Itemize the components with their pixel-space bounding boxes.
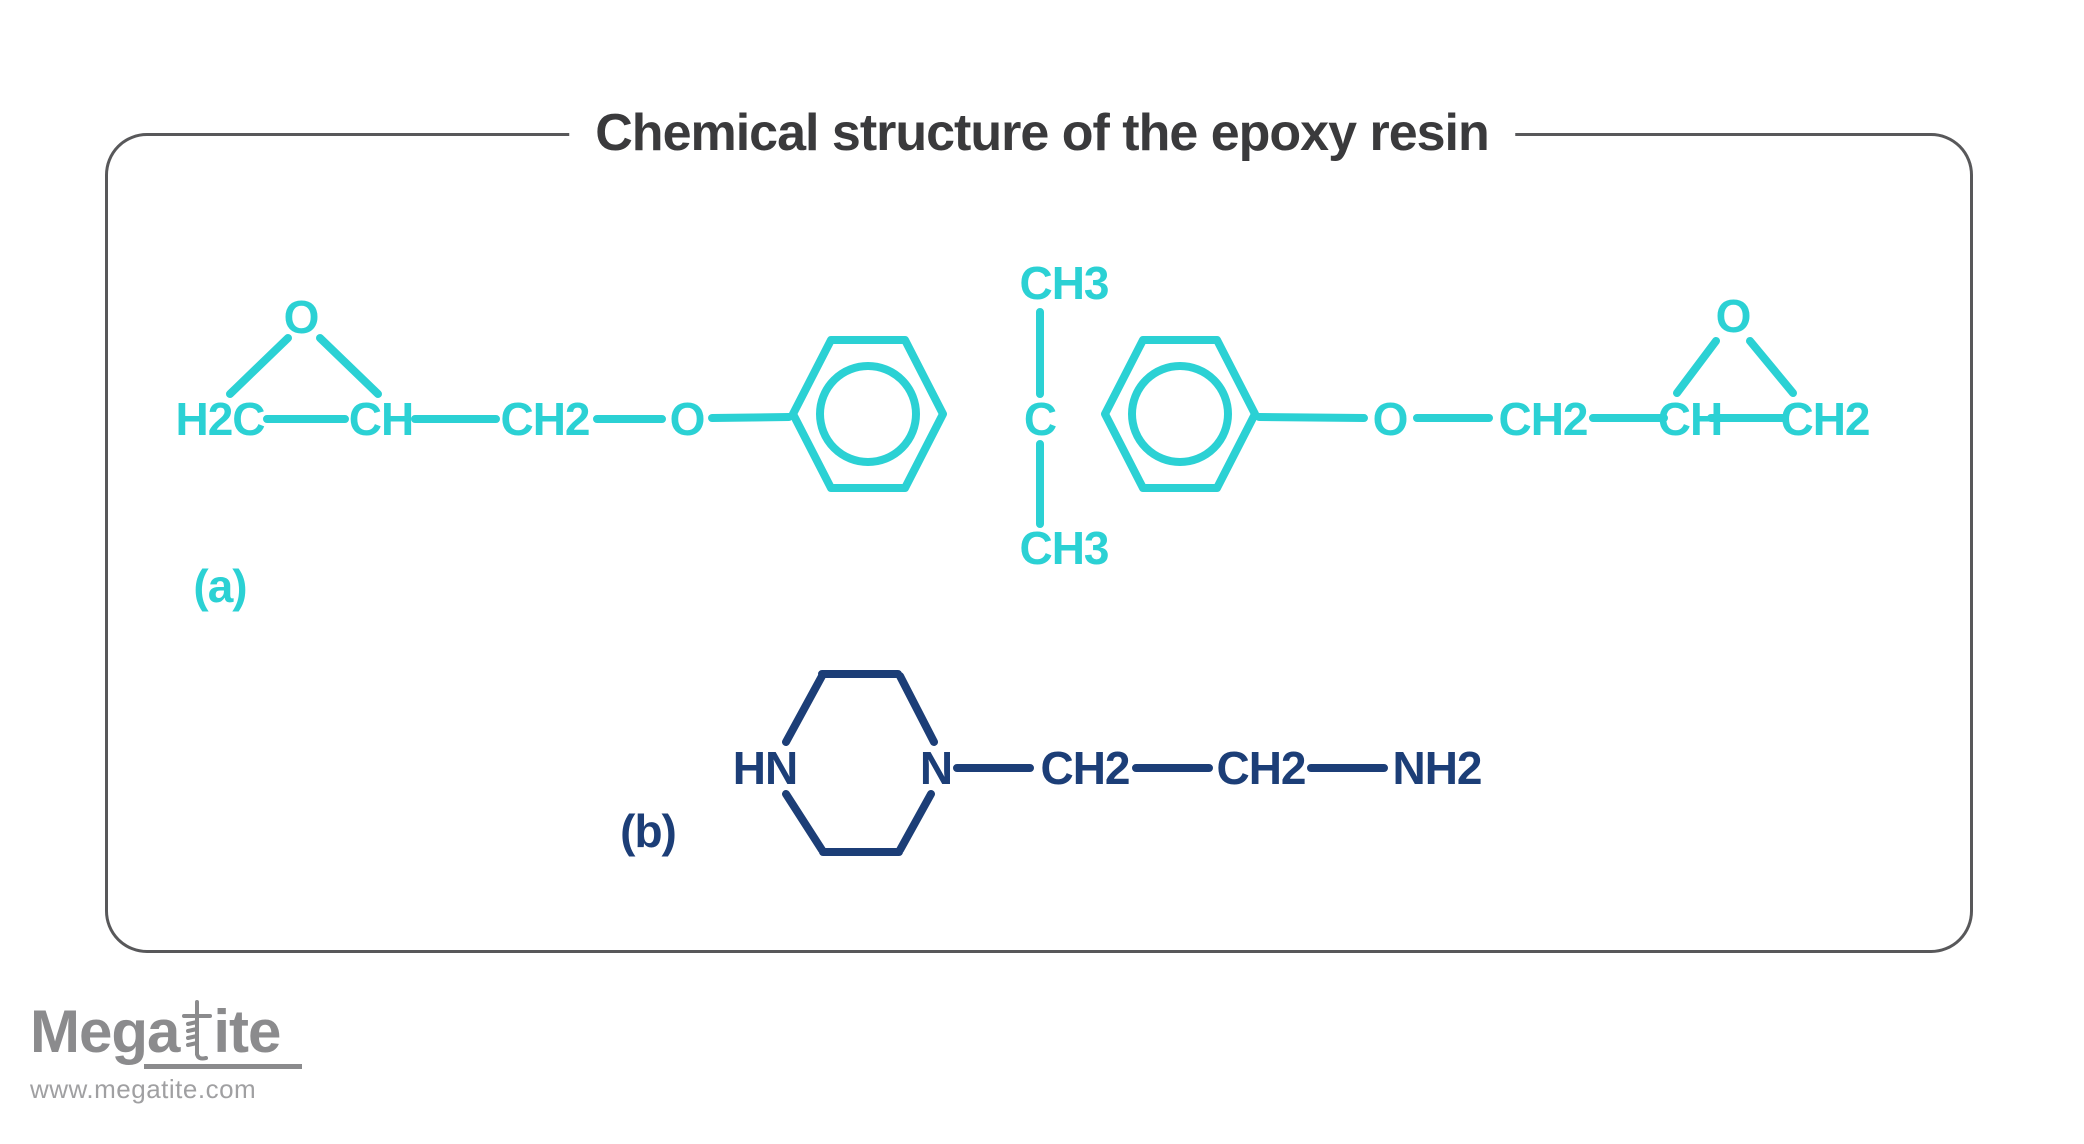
atom-ch3-bottom: CH3 [1019,522,1108,574]
figure-title: Chemical structure of the epoxy resin [569,103,1515,163]
benzene-ring-right-hexagon [1101,336,1259,492]
atom-epoxide-o-left: O [284,291,319,343]
atom-nh2: NH2 [1392,742,1481,794]
atom-n: N [920,742,952,794]
logo-website: www.megatite.com [30,1074,257,1104]
atom-ch2-b: CH2 [1216,742,1305,794]
atom-epoxide-o-right: O [1716,290,1751,342]
logo-text-prefix: Mega [30,998,180,1065]
atom-ether-o-right: O [1373,393,1408,445]
atom-ch2-left: CH2 [500,393,589,445]
atom-h2c: H2C [175,393,264,445]
atom-ch3-top: CH3 [1019,257,1108,309]
atom-hn: HN [733,742,797,794]
label-structure-a: (a) [193,560,246,612]
atom-ch2-a: CH2 [1040,742,1129,794]
logo-underline [144,1064,302,1069]
structure-a-epoxy-resin: H2C O CH CH2 O C CH3 CH3 O CH2 CH O CH2 … [175,257,1870,612]
atom-quaternary-c: C [1024,393,1056,445]
benzene-ring-left-hexagon [789,336,947,492]
structure-b-amine-hardener: HN N CH2 CH2 NH2 (b) [620,670,1483,857]
structure-b-bonds [782,670,1388,856]
atom-ch2-right: CH2 [1498,393,1587,445]
benzene-ring-left-circle [816,362,920,466]
benzene-ring-right-circle [1128,362,1232,466]
atom-ch2-end: CH2 [1780,393,1869,445]
atom-ch-right: CH [1658,393,1722,445]
label-structure-b: (b) [620,805,676,857]
screw-t-icon [182,1000,213,1061]
logo-text-suffix: ite [213,998,281,1065]
megatite-logo: Mega ite www.megatite.com [30,998,302,1105]
structure-a-bonds [226,308,1797,528]
atom-ch-left: CH [349,393,413,445]
atom-ether-o-left: O [670,393,705,445]
logo-wordmark: Mega ite [30,998,302,1069]
